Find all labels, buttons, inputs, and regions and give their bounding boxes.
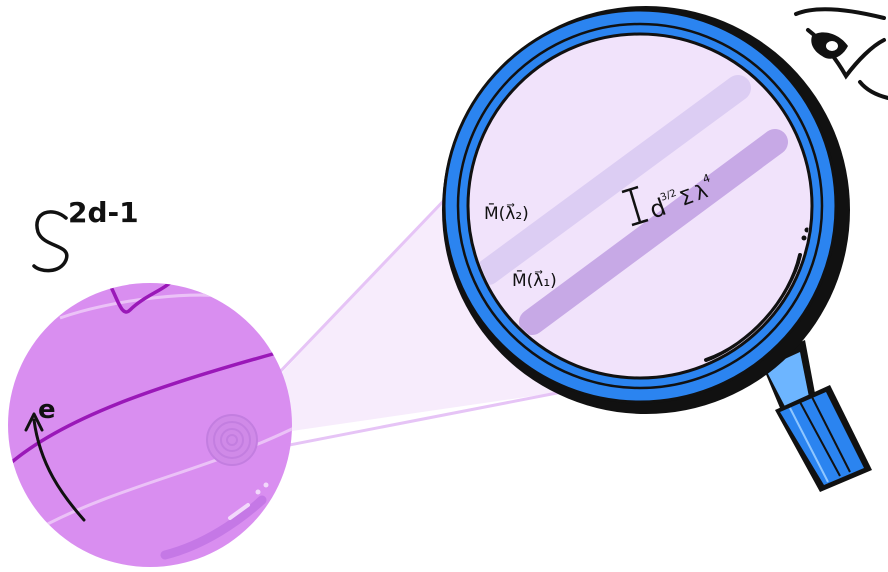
eye-icon (794, 7, 888, 100)
sphere-shine-dash (228, 503, 250, 520)
band-upper (475, 75, 751, 285)
sphere-curve-top (108, 283, 177, 314)
sphere-label-s-glyph (32, 210, 69, 273)
band-lower (519, 129, 788, 335)
sphere-shine-dot-2 (263, 482, 269, 488)
band-upper-label: M̄(λ⃗₂) (484, 202, 529, 224)
direction-label: e (38, 395, 56, 425)
lens-reflection (704, 253, 802, 362)
magnifying-glass-icon: M̄(λ⃗₂) M̄(λ⃗₁) d 3/2 Σ λ 4 (442, 6, 872, 492)
sphere-curve-main (8, 350, 282, 470)
magnifier-handle (760, 340, 872, 492)
distance-label-lambda-exponent: 4 (701, 171, 712, 186)
direction-arrow-head (24, 412, 44, 432)
zoom-spot (206, 414, 258, 466)
direction-arrow: e (24, 395, 86, 522)
distance-marker (621, 185, 649, 227)
distance-label-d-exponent: 3/2 (659, 188, 678, 204)
band-lower-label: M̄(λ⃗₁) (512, 269, 557, 291)
magnifier-rim-inner-line (456, 22, 824, 390)
sphere-shine-arc (160, 495, 267, 560)
sphere-disk (8, 283, 292, 567)
sphere-label: 2d-1 (32, 196, 139, 273)
sphere-shine-dot (255, 489, 261, 495)
lens-reflection-dot (801, 235, 807, 241)
sphere: e (8, 283, 292, 567)
sphere-latitude-faint-bottom (39, 423, 292, 530)
sphere-label-exponent: 2d-1 (68, 196, 139, 229)
distance-label: d 3/2 Σ λ 4 (646, 171, 712, 224)
